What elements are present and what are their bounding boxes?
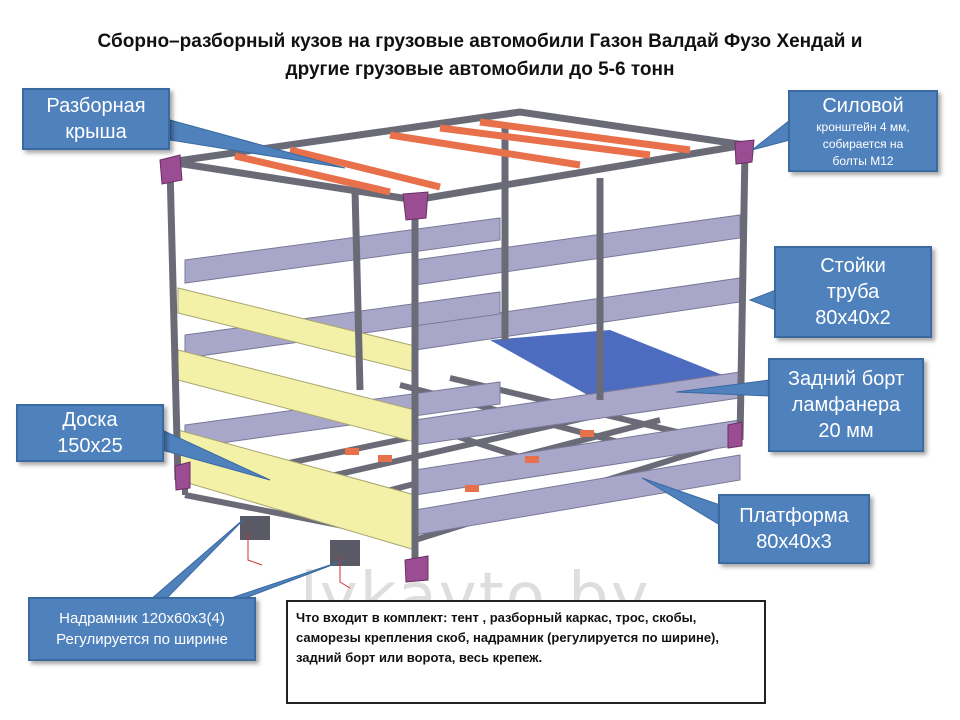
subframe-beams: [240, 516, 360, 566]
callout-board-line2: 150х25: [57, 435, 123, 457]
fixing-clips: [345, 430, 594, 492]
callout-bracket-line2: кронштейн 4 мм,: [816, 119, 910, 134]
callout-posts-line2: труба: [826, 281, 880, 303]
callout-bracket-line1: Силовой: [822, 94, 904, 117]
corner-brackets: [159, 139, 755, 583]
callout-bracket-line3: собирается на: [822, 136, 904, 151]
callout-tailgate-line2: ламфанера: [791, 394, 901, 416]
subframe-bolts: [247, 532, 351, 589]
callout-roof-line1: Разборная: [46, 95, 146, 117]
callout-tailgate-line1: Задний борт: [787, 368, 905, 390]
roof-frame: [169, 108, 746, 204]
callout-board-line1: Доска: [62, 409, 118, 431]
callout-roof: Разборная крыша: [22, 88, 170, 150]
callout-tailgate-line3: 20 мм: [818, 420, 874, 442]
callout-subframe: Надрамник 120х60х3(4) Регулируется по ши…: [28, 597, 256, 661]
callout-platform-line2: 80х40х3: [756, 531, 832, 553]
callout-platform: Платформа 80х40х3: [718, 494, 870, 564]
callout-platform-line1: Платформа: [739, 505, 849, 527]
callout-arrows: [148, 118, 791, 601]
callout-posts: Стойки труба 80х40х2: [774, 246, 932, 338]
callout-posts-line1: Стойки: [820, 255, 886, 277]
callout-subframe-line1: Надрамник 120х60х3(4): [59, 610, 225, 627]
callout-tailgate: Задний борт ламфанера 20 мм: [768, 358, 924, 452]
roof-bars: [234, 118, 691, 196]
posts: [166, 125, 749, 570]
callout-subframe-line2: Регулируется по ширине: [56, 631, 228, 648]
side-boards-right: [414, 214, 741, 536]
title-line-1: Сборно–разборный кузов на грузовые автом…: [97, 31, 863, 52]
diagram-title: Сборно–разборный кузов на грузовые автом…: [20, 28, 940, 84]
title-line-2: другие грузовые автомобили до 5-6 тонн: [285, 59, 675, 80]
callout-bracket: Силовой кронштейн 4 мм, собирается на бо…: [788, 90, 938, 172]
callout-posts-line3: 80х40х2: [815, 307, 891, 329]
callout-bracket-line4: болты М12: [832, 153, 894, 168]
callout-board: Доска 150х25: [16, 404, 164, 462]
callout-roof-line2: крыша: [65, 121, 127, 143]
kit-contents-note: Что входит в комплект: тент , разборный …: [286, 600, 766, 704]
